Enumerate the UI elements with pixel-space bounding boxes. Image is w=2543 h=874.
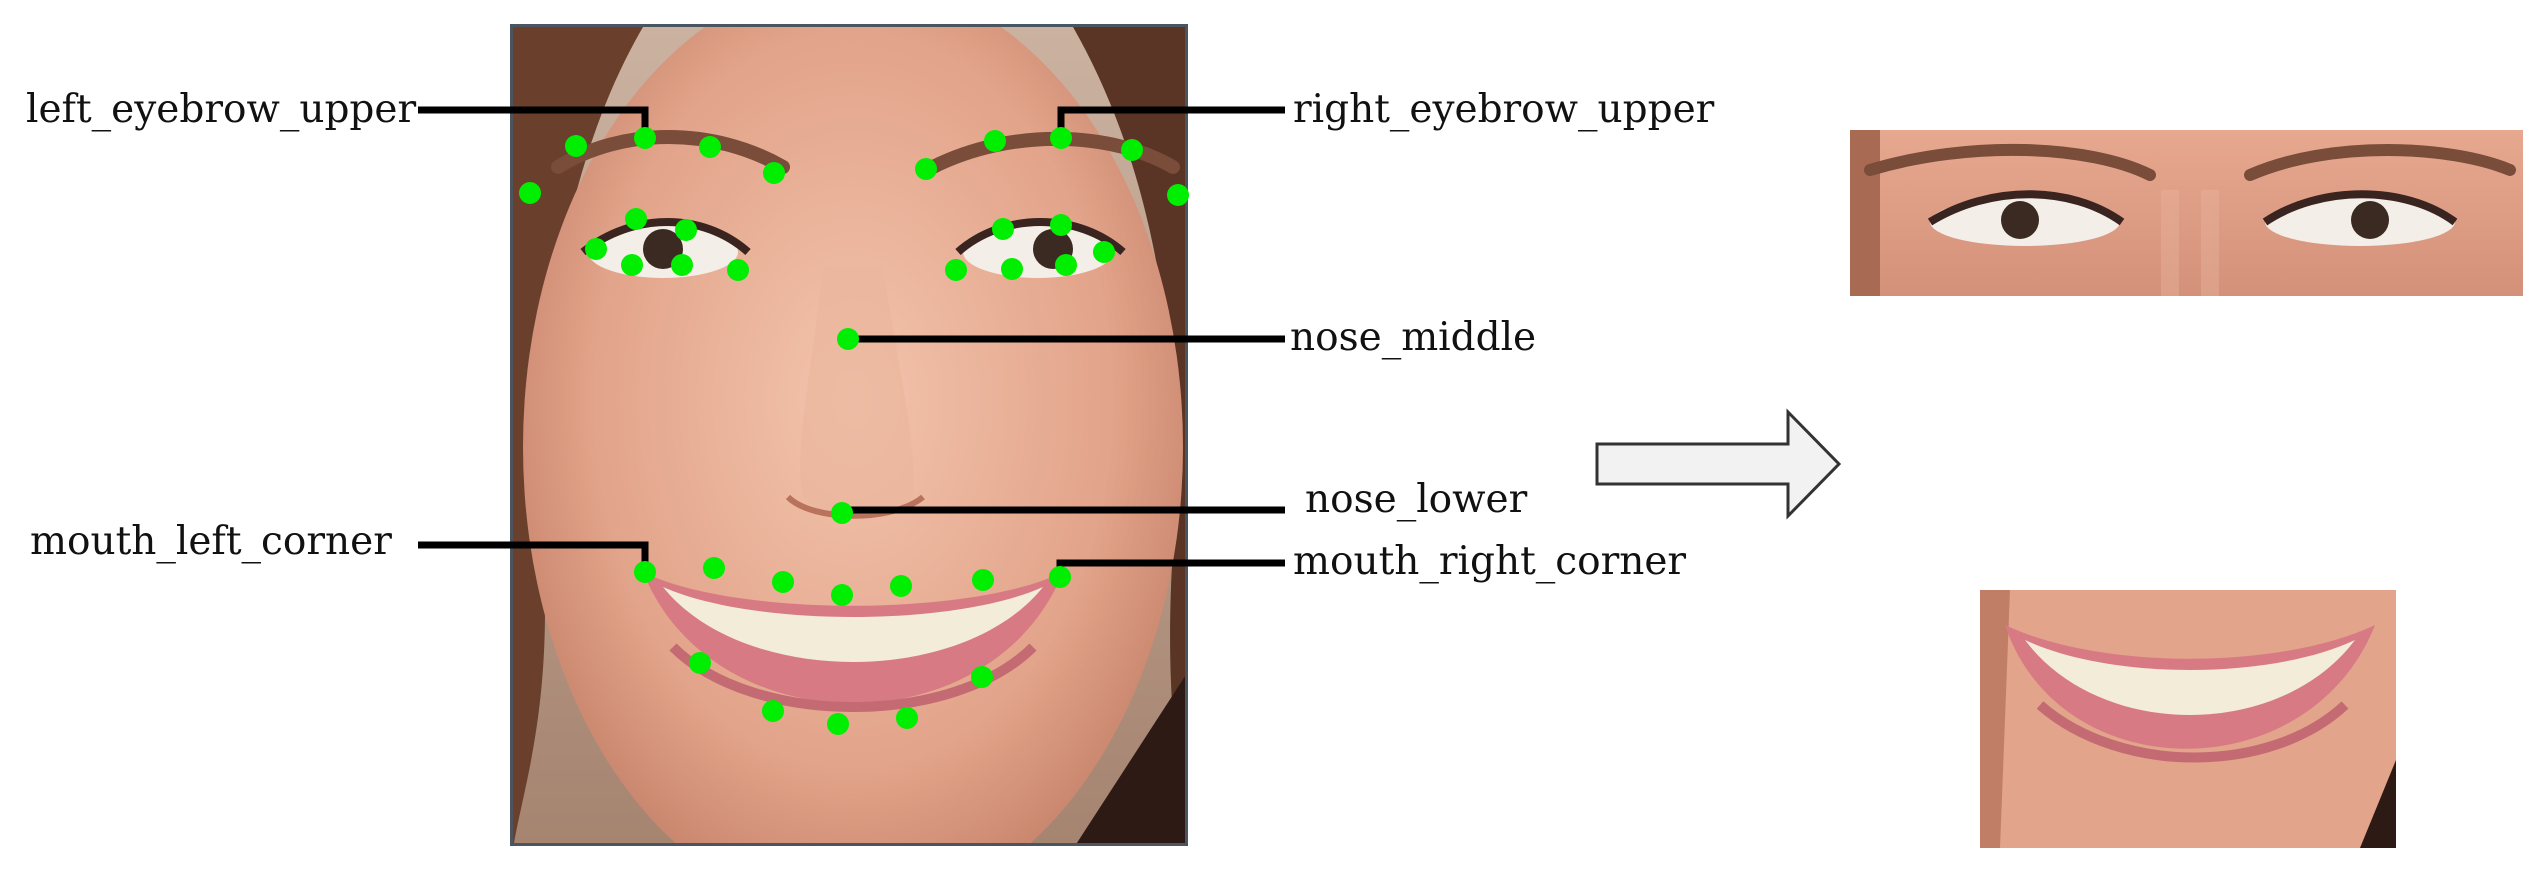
landmark-point	[896, 707, 918, 729]
landmark-point	[831, 502, 853, 524]
landmark-point	[890, 575, 912, 597]
landmark-point	[689, 652, 711, 674]
landmark-point	[984, 130, 1006, 152]
leader-line-left-eyebrow-upper	[418, 106, 649, 138]
mouth-crop-image	[1980, 590, 2396, 848]
landmark-point	[727, 259, 749, 281]
eyes-crop	[1850, 130, 2523, 296]
landmark-point	[634, 561, 656, 583]
right-arrow-icon	[1595, 408, 1842, 520]
face-image	[513, 27, 1185, 843]
landmark-point	[1001, 258, 1023, 280]
landmark-point	[772, 571, 794, 593]
landmark-point	[1093, 241, 1115, 263]
landmark-point	[699, 136, 721, 158]
landmark-point	[763, 162, 785, 184]
label-nose-lower: nose_lower	[1305, 477, 1528, 522]
landmark-point	[762, 700, 784, 722]
landmark-point	[837, 328, 859, 350]
landmark-point	[992, 218, 1014, 240]
label-left-eyebrow-upper: left_eyebrow_upper	[26, 87, 417, 132]
leader-line-mouth-left-corner	[418, 541, 649, 572]
landmark-point	[675, 219, 697, 241]
landmark-point	[625, 208, 647, 230]
landmark-point	[634, 127, 656, 149]
landmark-point	[519, 182, 541, 204]
label-right-eyebrow-upper: right_eyebrow_upper	[1293, 87, 1715, 132]
landmark-point	[1167, 184, 1189, 206]
landmark-point	[1121, 139, 1143, 161]
landmark-point	[827, 713, 849, 735]
label-mouth-left-corner: mouth_left_corner	[30, 519, 392, 564]
landmark-point	[565, 135, 587, 157]
landmark-point	[585, 238, 607, 260]
landmark-points	[519, 127, 1189, 735]
face-photo	[510, 24, 1188, 846]
label-nose-middle: nose_middle	[1290, 315, 1537, 360]
landmark-point	[1049, 566, 1071, 588]
landmark-point	[671, 254, 693, 276]
landmark-point	[1050, 127, 1072, 149]
leader-line-right-eyebrow-upper	[1057, 106, 1285, 138]
landmark-point	[971, 666, 993, 688]
landmark-point	[831, 584, 853, 606]
mouth-crop	[1980, 590, 2396, 848]
label-mouth-right-corner: mouth_right_corner	[1293, 539, 1687, 584]
landmark-point	[945, 259, 967, 281]
landmark-point	[1055, 254, 1077, 276]
landmark-point	[703, 557, 725, 579]
landmark-point	[915, 158, 937, 180]
leader-line-mouth-right-corner	[1056, 559, 1285, 577]
eyes-crop-image	[1850, 130, 2523, 296]
landmark-point	[1050, 214, 1072, 236]
landmark-point	[972, 569, 994, 591]
landmark-point	[621, 254, 643, 276]
